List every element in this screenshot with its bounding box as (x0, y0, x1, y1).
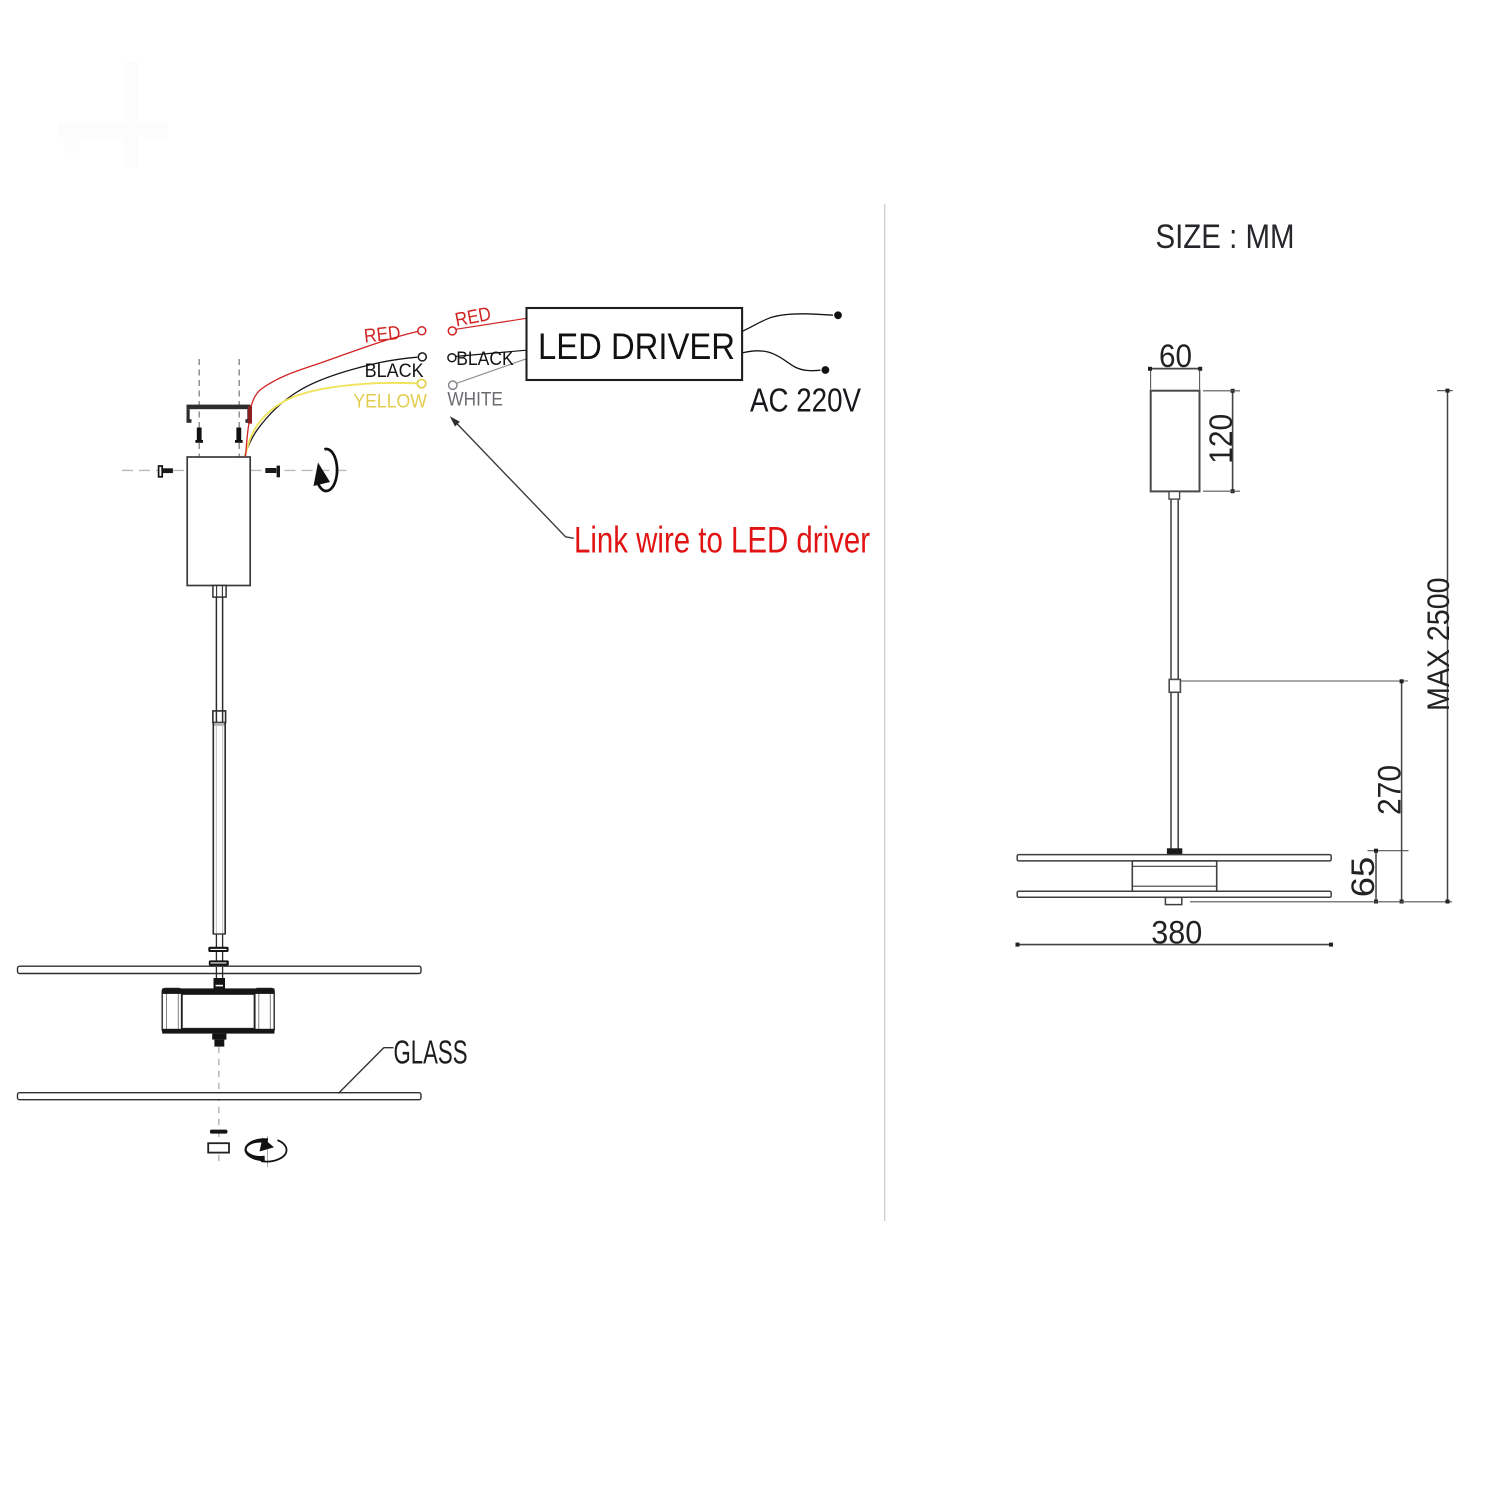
svg-text:SIZE : MM: SIZE : MM (1156, 218, 1295, 256)
svg-text:65: 65 (1345, 857, 1381, 898)
svg-text:BLACK: BLACK (365, 360, 424, 382)
svg-text:WHITE: WHITE (447, 389, 503, 411)
svg-text:LED DRIVER: LED DRIVER (538, 326, 735, 367)
svg-text:120: 120 (1203, 414, 1239, 464)
svg-text:BLACK: BLACK (456, 348, 514, 370)
svg-text:AC 220V: AC 220V (750, 382, 861, 419)
svg-text:GLASS: GLASS (394, 1035, 468, 1072)
svg-text:270: 270 (1372, 765, 1408, 815)
svg-text:Link wire to LED driver: Link wire to LED driver (574, 519, 870, 561)
svg-text:RED: RED (363, 322, 402, 348)
svg-text:YELLOW: YELLOW (353, 390, 427, 412)
svg-text:MAX 2500: MAX 2500 (1420, 578, 1456, 712)
